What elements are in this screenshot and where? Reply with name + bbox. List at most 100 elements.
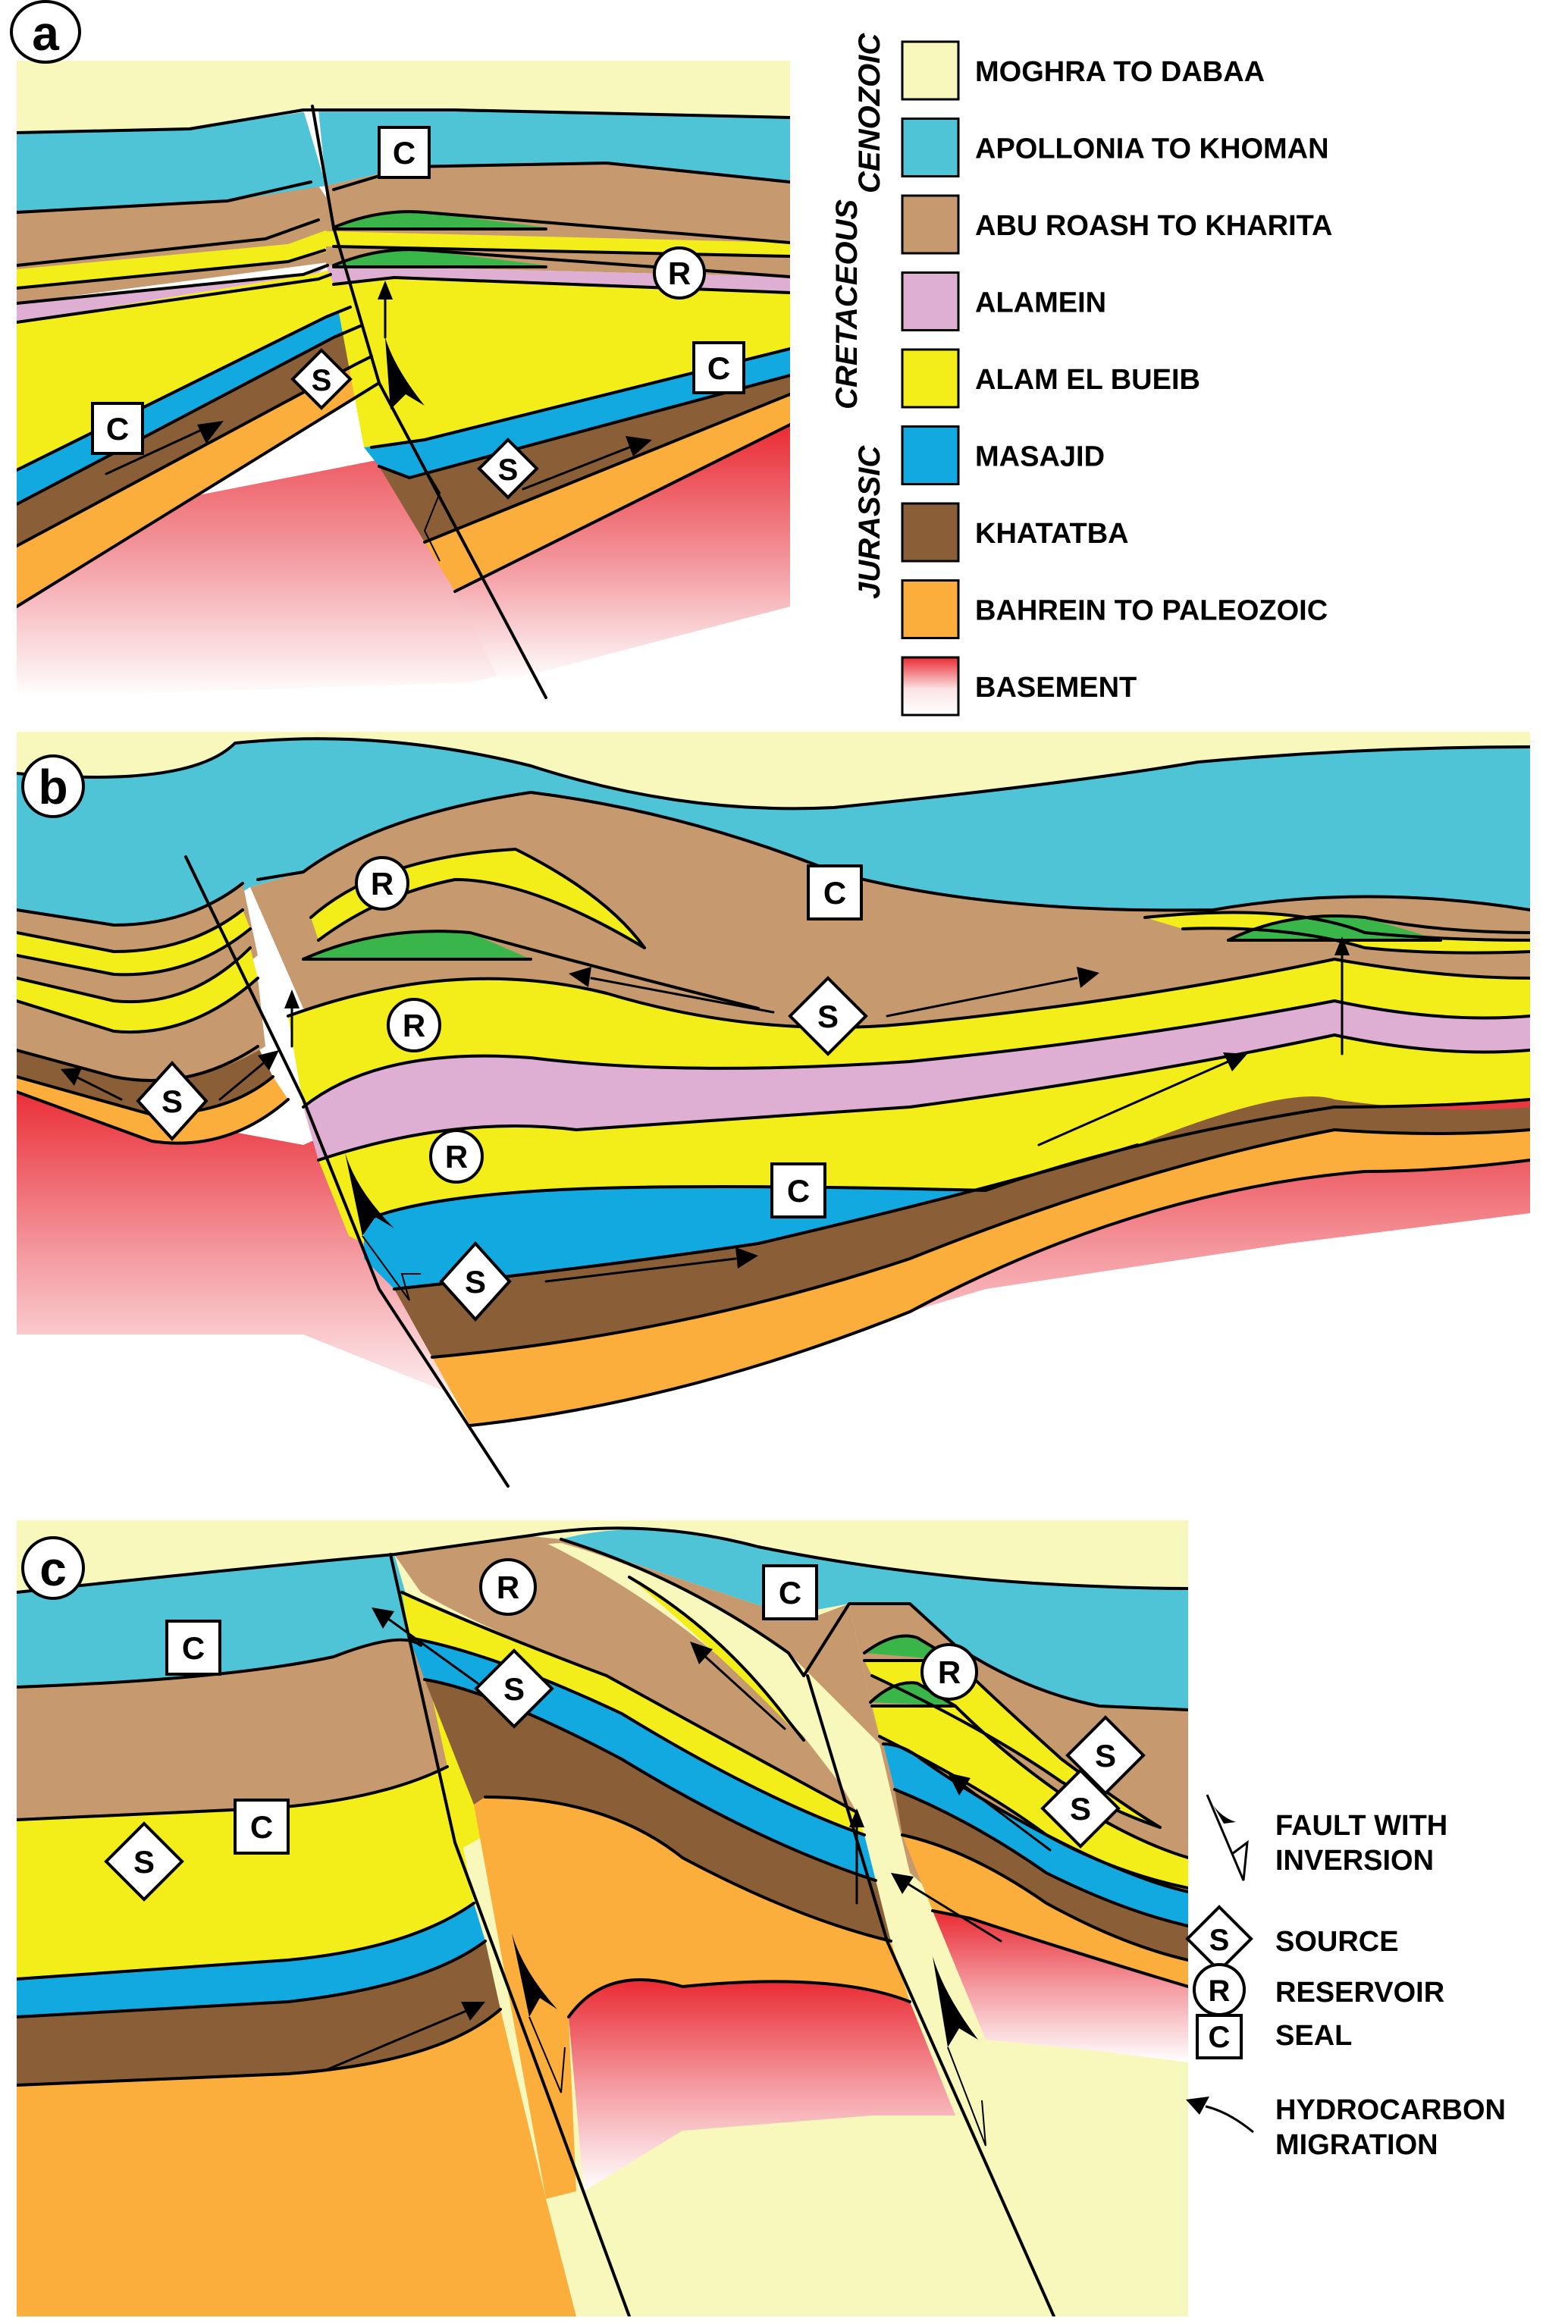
- reservoir-marker: R: [920, 1643, 978, 1701]
- svg-text:R: R: [668, 256, 691, 291]
- bahrein-layer: [17, 364, 379, 607]
- legend-swatch: [901, 271, 960, 331]
- svg-text:MIGRATION: MIGRATION: [1275, 2129, 1438, 2161]
- legend-item: ALAMEIN: [901, 271, 1106, 331]
- alamein-layer: [17, 262, 334, 322]
- svg-text:b: b: [38, 760, 67, 814]
- square-icon: C: [1196, 2014, 1243, 2059]
- legend-label: BAHREIN TO PALEOZOIC: [975, 595, 1328, 627]
- svg-text:S: S: [162, 1084, 183, 1119]
- legend-swatch: [901, 348, 960, 409]
- svg-text:INVERSION: INVERSION: [1275, 1845, 1434, 1877]
- legend-swatch: [901, 40, 960, 101]
- svg-text:C: C: [393, 135, 416, 171]
- source-marker: S: [788, 976, 868, 1056]
- svg-text:R: R: [938, 1654, 961, 1690]
- svg-text:R: R: [1209, 1974, 1231, 2008]
- panel-b: R R R C C S S S: [17, 732, 1530, 1488]
- legend-label: ALAM EL BUEIB: [975, 364, 1200, 396]
- symbol-legend: FAULT WITH INVERSION S SOURCE R RESERVOI…: [1185, 1794, 1506, 2161]
- legend-label: KHATATBA: [975, 518, 1129, 550]
- svg-text:S: S: [503, 1671, 525, 1707]
- svg-text:CRETACEOUS: CRETACEOUS: [830, 199, 864, 409]
- legend-swatch: [901, 656, 960, 717]
- source-marker: S: [474, 1648, 554, 1729]
- svg-text:C: C: [779, 1575, 801, 1610]
- svg-text:C: C: [787, 1173, 810, 1209]
- khatatba-layer: [17, 326, 372, 546]
- era-label-cenozoic: CENOZOIC: [853, 33, 886, 193]
- fault-line: [311, 105, 547, 699]
- source-marker: S: [1040, 1768, 1121, 1849]
- svg-text:C: C: [106, 411, 129, 447]
- source-marker: S: [104, 1821, 184, 1902]
- svg-text:c: c: [39, 1541, 67, 1596]
- svg-text:SEAL: SEAL: [1275, 2020, 1352, 2052]
- svg-text:a: a: [32, 6, 59, 61]
- fault-line: [184, 855, 510, 1488]
- fault-inversion-icon: [1206, 1794, 1249, 1881]
- svg-text:S: S: [465, 1264, 486, 1300]
- fault-line: [806, 1674, 1055, 2316]
- svg-text:R: R: [403, 1008, 425, 1043]
- legend-label: ALAMEIN: [975, 287, 1106, 319]
- panel-label-a: a: [10, 0, 81, 64]
- migration-arrow-icon: [1186, 2097, 1254, 2134]
- source-marker: S: [1065, 1715, 1146, 1796]
- svg-text:RESERVOIR: RESERVOIR: [1275, 1977, 1444, 2009]
- svg-text:C: C: [182, 1630, 205, 1666]
- moghra-layer: [17, 61, 790, 133]
- panel-c: C C C R R S S S: [17, 1520, 1188, 2316]
- legend-swatch: [901, 579, 960, 639]
- fault-inversion-icon: [345, 1153, 394, 1236]
- seal-marker: C: [165, 1620, 221, 1676]
- migration-arrow-icon: [325, 1607, 1052, 2072]
- source-marker: S: [439, 1241, 512, 1322]
- svg-text:FAULT WITH: FAULT WITH: [1275, 1810, 1447, 1842]
- source-marker: S: [136, 1061, 209, 1141]
- fault-inversion-icon: [512, 1934, 557, 2017]
- legend-label: APOLLONIA TO KHOMAN: [975, 133, 1329, 165]
- svg-text:S: S: [312, 364, 332, 397]
- panel-label-b: b: [21, 754, 85, 818]
- svg-text:R: R: [497, 1570, 519, 1605]
- svg-text:C: C: [250, 1809, 273, 1845]
- migration-arrow-icon: [61, 936, 1350, 1283]
- seal-marker: C: [762, 1564, 818, 1620]
- svg-text:S: S: [498, 453, 519, 487]
- svg-text:C: C: [1209, 2021, 1231, 2054]
- legend-item: KHATATBA: [901, 502, 1129, 563]
- svg-text:S: S: [133, 1844, 155, 1880]
- fault-inversion-icon: [385, 337, 425, 409]
- svg-text:S: S: [817, 999, 839, 1034]
- legend-item: BASEMENT: [901, 656, 1137, 717]
- reservoir-marker: R: [387, 998, 441, 1052]
- legend-swatch: [901, 194, 960, 255]
- legend-item: ABU ROASH TO KHARITA: [901, 194, 1332, 255]
- seal-marker: C: [770, 1162, 826, 1218]
- svg-text:SOURCE: SOURCE: [1275, 1926, 1399, 1958]
- hydrocarbon-accumulation: [334, 249, 546, 267]
- legend-label: ABU ROASH TO KHARITA: [975, 210, 1332, 242]
- diamond-icon: S: [1185, 1905, 1253, 1973]
- migration-arrow-icon: [105, 281, 652, 491]
- legend-item: MASAJID: [901, 425, 1105, 485]
- reservoir-marker: R: [479, 1558, 537, 1616]
- panel-a: C C C R S S: [17, 61, 790, 699]
- source-marker: S: [477, 438, 539, 500]
- era-label-cretaceous: CRETACEOUS: [830, 199, 864, 409]
- seal-marker: C: [692, 341, 745, 394]
- legend-item: ALAM EL BUEIB: [901, 348, 1200, 409]
- svg-text:R: R: [371, 866, 394, 902]
- reservoir-marker: R: [429, 1129, 484, 1184]
- fault-line: [389, 1553, 631, 2316]
- svg-text:CENOZOIC: CENOZOIC: [853, 33, 886, 193]
- legend-item: BAHREIN TO PALEOZOIC: [901, 579, 1328, 639]
- fault-inversion-icon: [933, 1956, 978, 2047]
- seal-marker: C: [807, 864, 863, 921]
- reservoir-marker: R: [355, 856, 409, 911]
- svg-text:JURASSIC: JURASSIC: [853, 445, 886, 599]
- seal-marker: C: [234, 1799, 290, 1855]
- legend-label: MASAJID: [975, 441, 1105, 473]
